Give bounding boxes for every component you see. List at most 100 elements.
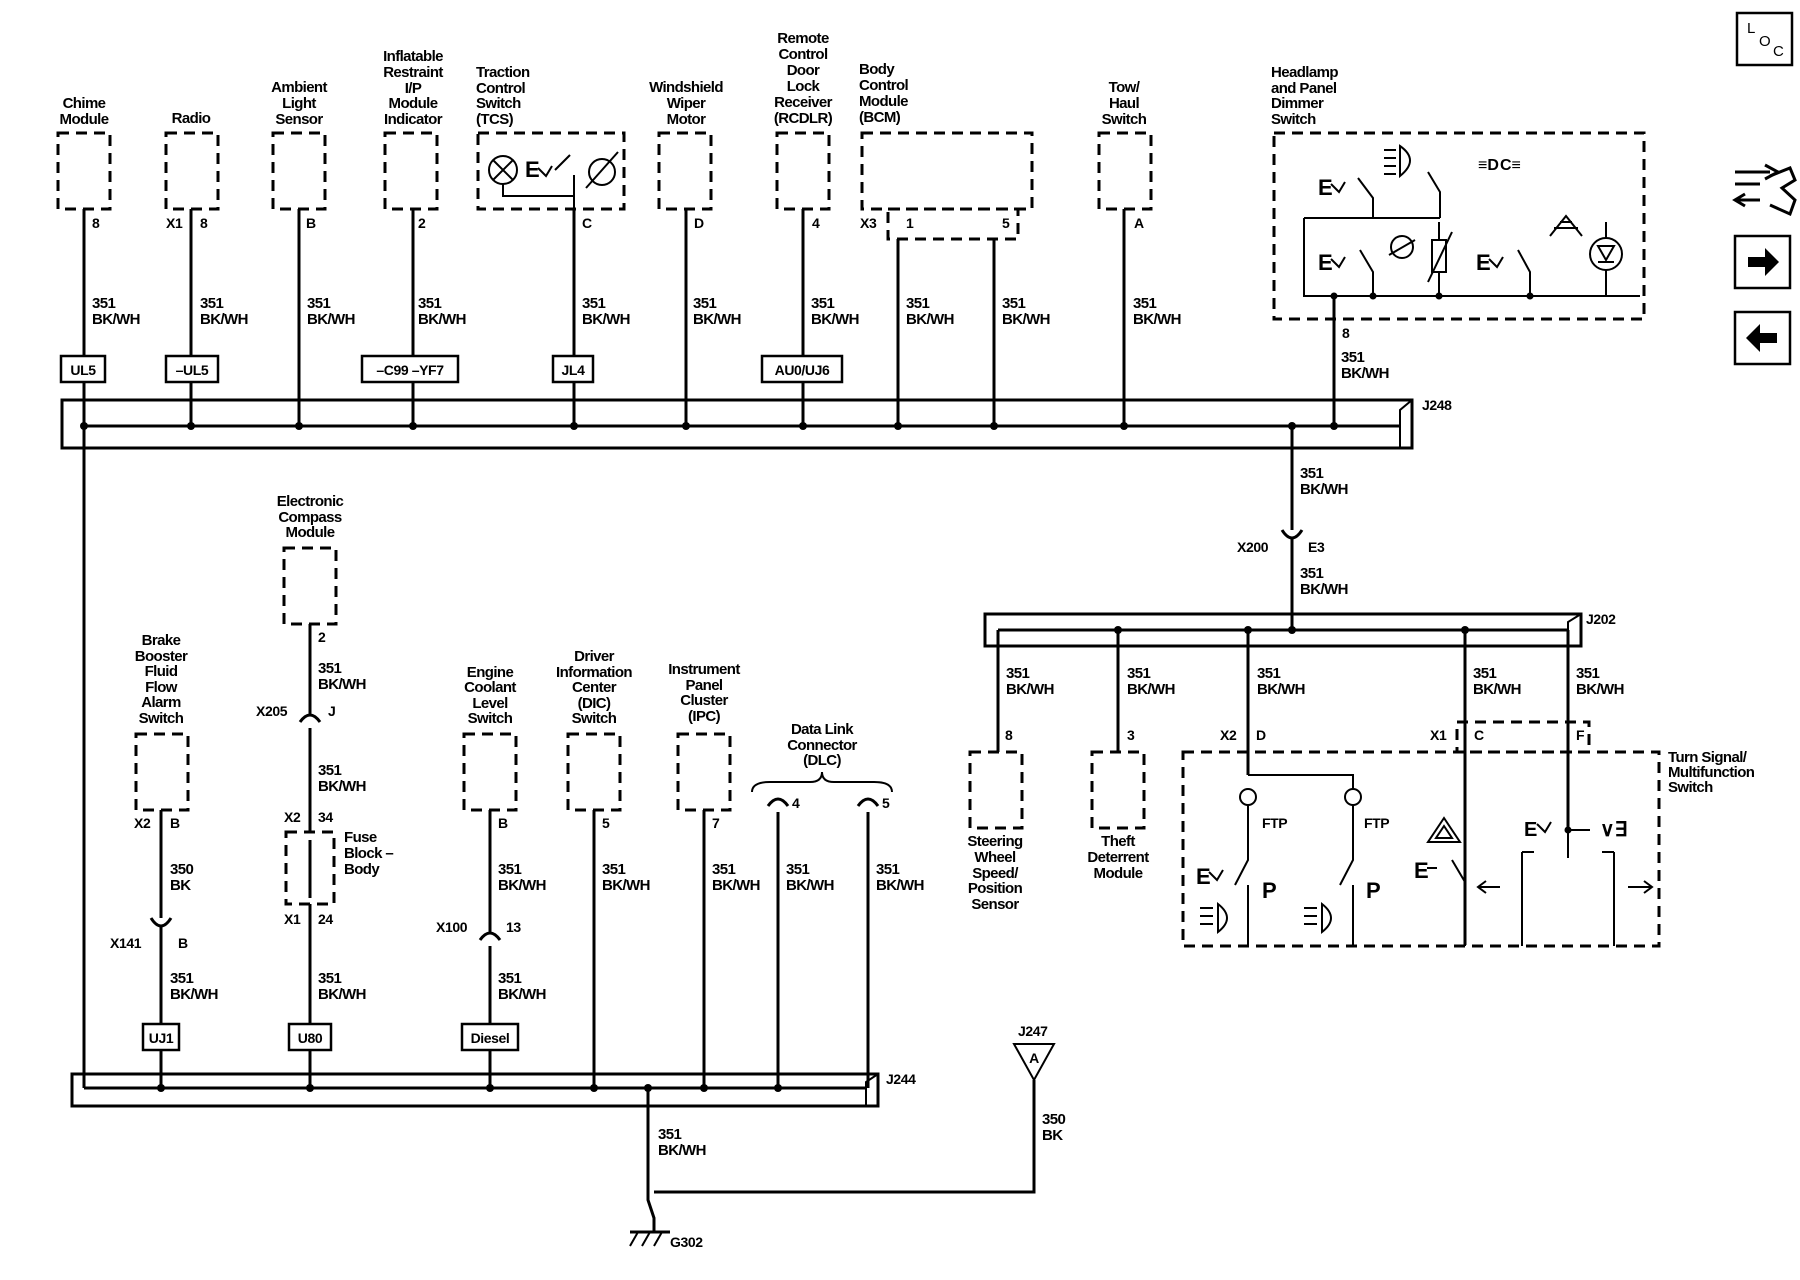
- svg-text:5: 5: [602, 815, 610, 831]
- hazard-icon: [1426, 816, 1462, 843]
- svg-text:Radio: Radio: [172, 110, 211, 127]
- svg-text:X141: X141: [110, 935, 142, 951]
- option-tag-not-ul5: –UL5: [164, 354, 220, 384]
- svg-text:J202: J202: [1586, 611, 1616, 627]
- svg-text:C: C: [1474, 727, 1484, 743]
- high-beam-icon-2: [1304, 901, 1332, 935]
- traction-off-icon: [585, 151, 619, 189]
- svg-text:E: E: [1414, 858, 1429, 883]
- svg-text:X200: X200: [1237, 539, 1269, 555]
- radio: Radio X1 8: [164, 110, 220, 231]
- svg-text:JL4: JL4: [562, 362, 586, 378]
- location-view-icon[interactable]: L O C: [1735, 11, 1794, 67]
- svg-text:E: E: [1318, 250, 1333, 275]
- option-tag-jl4: JL4: [551, 354, 595, 384]
- svg-text:P: P: [1262, 878, 1277, 903]
- svg-text:4: 4: [812, 215, 820, 231]
- svg-text:FTP: FTP: [1364, 815, 1389, 831]
- svg-text:C≡: C≡: [1500, 157, 1521, 174]
- svg-text:E3: E3: [1308, 539, 1325, 555]
- svg-text:X1: X1: [1430, 727, 1447, 743]
- svg-text:E: E: [1196, 864, 1211, 889]
- arrow-right-icon[interactable]: [1733, 234, 1792, 290]
- svg-text:X3: X3: [860, 215, 877, 231]
- svg-text:X2: X2: [284, 809, 301, 825]
- interior-lamp-icon: [1549, 214, 1583, 237]
- svg-text:2: 2: [318, 629, 326, 645]
- svg-text:3: 3: [1127, 727, 1135, 743]
- svg-text:5: 5: [882, 795, 890, 811]
- svg-text:D: D: [694, 215, 704, 231]
- connector-wiring-icon[interactable]: [1732, 163, 1797, 217]
- splice-j202: J202: [983, 611, 1617, 648]
- svg-text:J244: J244: [886, 1071, 916, 1087]
- svg-text:–C99 –YF7: –C99 –YF7: [376, 362, 444, 378]
- svg-text:≡D: ≡D: [1478, 157, 1499, 174]
- svg-text:8: 8: [200, 215, 208, 231]
- arrow-left-icon[interactable]: [1733, 310, 1792, 366]
- option-tag-au0-uj6: AU0/UJ6: [760, 354, 844, 384]
- svg-text:X2: X2: [1220, 727, 1237, 743]
- svg-text:8: 8: [1342, 325, 1350, 341]
- svg-text:X100: X100: [436, 919, 468, 935]
- svg-text:–UL5: –UL5: [176, 362, 209, 378]
- svg-text:34: 34: [318, 809, 333, 825]
- svg-text:L: L: [1747, 20, 1755, 37]
- svg-text:7: 7: [712, 815, 720, 831]
- svg-text:B: B: [170, 815, 180, 831]
- svg-text:FTP: FTP: [1262, 815, 1287, 831]
- rheostat-icon: [1427, 222, 1453, 296]
- svg-text:P: P: [1366, 878, 1381, 903]
- svg-text:AU0/UJ6: AU0/UJ6: [775, 362, 830, 378]
- svg-text:G302: G302: [670, 1234, 703, 1250]
- svg-text:X2: X2: [134, 815, 151, 831]
- svg-text:24: 24: [318, 911, 333, 927]
- svg-text:4: 4: [792, 795, 800, 811]
- svg-text:J: J: [328, 703, 335, 719]
- svg-text:1: 1: [906, 215, 914, 231]
- svg-text:C: C: [1773, 43, 1784, 60]
- dome-lamp-icon: [1388, 235, 1416, 259]
